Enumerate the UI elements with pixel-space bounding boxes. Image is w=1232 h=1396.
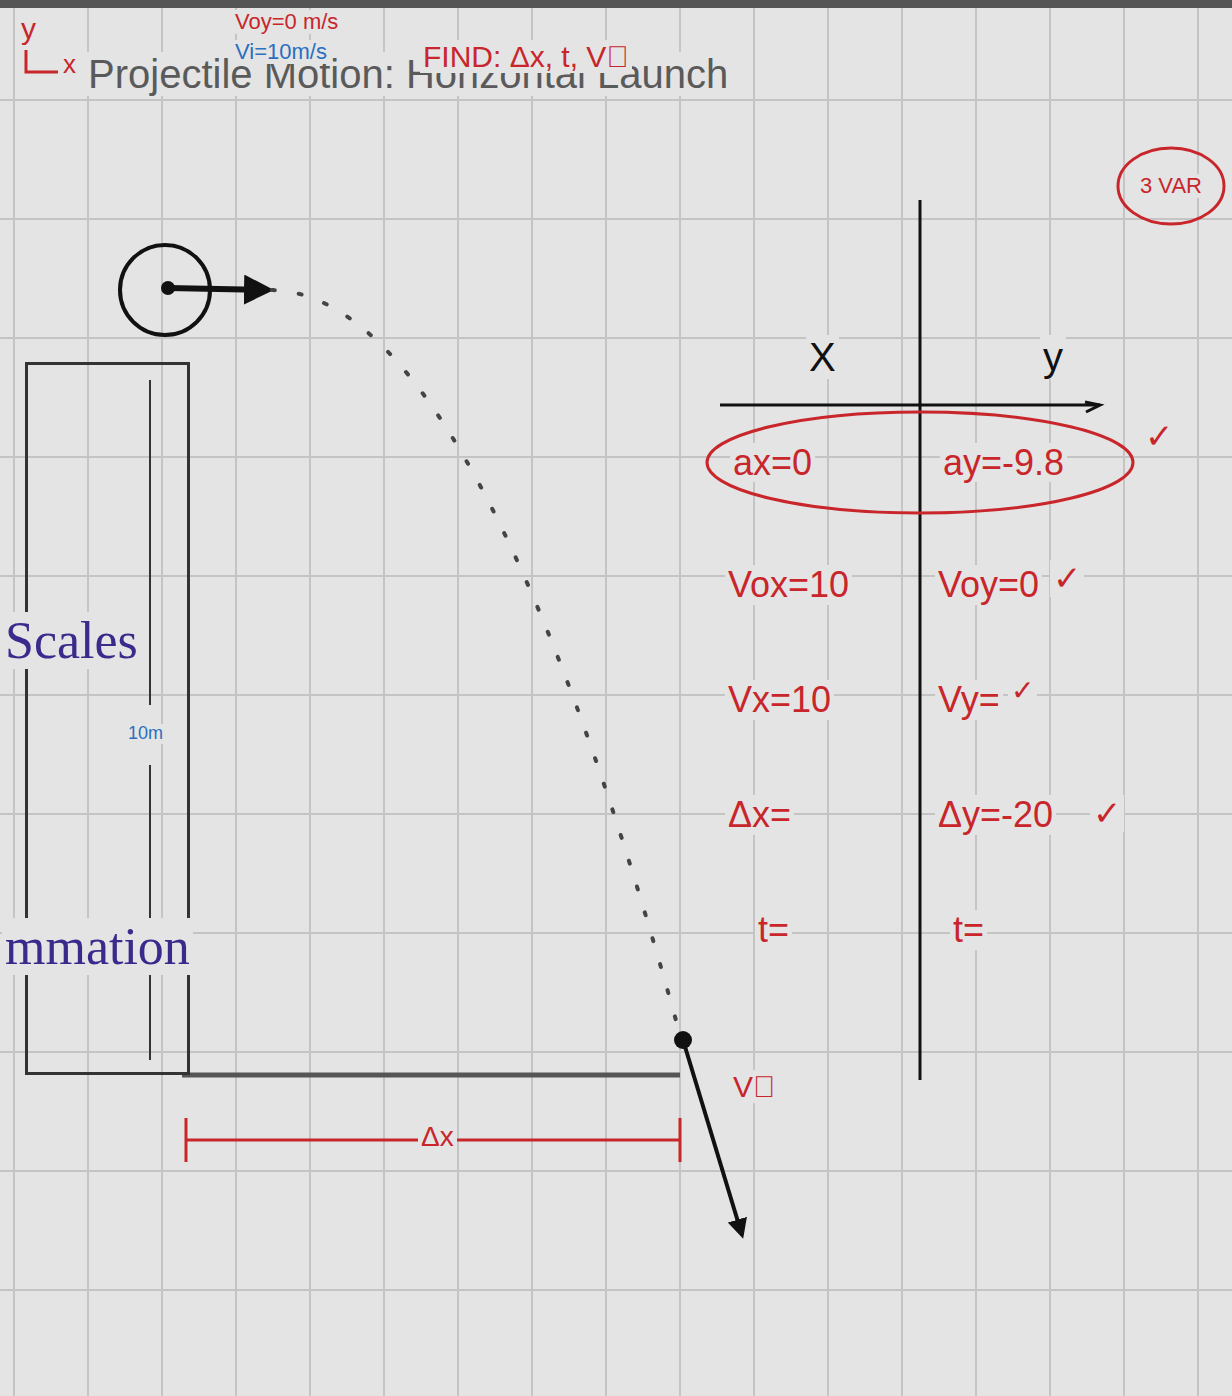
launch-arrow <box>168 288 268 290</box>
grid-line <box>1197 8 1199 1396</box>
axes-symbol <box>26 50 58 72</box>
overlay-text: mmation <box>2 918 193 975</box>
vector-label: V⃗ <box>730 1070 779 1103</box>
count-circle: 3 VAR <box>1116 146 1226 226</box>
top-band <box>0 0 1232 8</box>
height-line <box>149 380 151 705</box>
title: Projectile Motion: Horizontal Launch <box>85 52 731 96</box>
dx-bracket <box>185 1118 188 1162</box>
grid-line <box>383 8 385 1396</box>
node-text: ay=-9.8 <box>940 443 1067 483</box>
check-mark: ✓ <box>1008 676 1037 707</box>
grid-line <box>1123 8 1125 1396</box>
grid <box>0 8 1232 1396</box>
table-cell: t= <box>755 910 792 950</box>
table-cell: Vx=10 <box>725 680 834 720</box>
grid-line <box>0 99 1232 101</box>
grid-line <box>0 575 1232 577</box>
axis-label: y <box>18 12 39 45</box>
height-line <box>149 765 151 1060</box>
table-cell: Voy=0 <box>935 565 1042 605</box>
grid-line <box>0 218 1232 220</box>
table-cell: Δx= <box>725 795 794 835</box>
grid-line <box>13 8 15 1396</box>
column-header: y <box>1040 335 1066 379</box>
node-text: 3 VAR <box>1137 174 1205 198</box>
dx-bracket <box>679 1118 682 1162</box>
table-divider <box>720 404 1100 407</box>
grid-line <box>679 8 681 1396</box>
trajectory <box>272 290 680 1035</box>
given-value: Vi=10m/s <box>232 40 330 64</box>
grid-line <box>0 1051 1232 1053</box>
outline-ellipse <box>707 412 1133 513</box>
grid-line <box>457 8 459 1396</box>
column-header: X <box>806 335 839 379</box>
grid-line <box>1049 8 1051 1396</box>
node-text: 10m <box>125 724 166 744</box>
overlay-text: Scales <box>2 612 141 669</box>
table-cell: t= <box>950 910 987 950</box>
grid-line <box>0 1289 1232 1291</box>
grid-line <box>901 8 903 1396</box>
grid-line <box>0 1170 1232 1172</box>
dimension-label: Δx <box>418 1122 457 1153</box>
table-divider <box>919 200 922 1080</box>
table-divider <box>1085 402 1100 412</box>
given-value: Voy=0 m/s <box>232 10 341 34</box>
acceleration-oval: ax=0 ay=-9.8 <box>705 410 1135 515</box>
find-note: FIND: Δx, t, V⃗ <box>420 40 632 73</box>
check-mark: ✓ <box>1090 795 1124 832</box>
grid-line <box>531 8 533 1396</box>
grid-line <box>605 8 607 1396</box>
grid-line <box>309 8 311 1396</box>
axis-label: x <box>60 50 79 79</box>
ground-line <box>182 1073 680 1078</box>
check-mark: ✓ <box>1050 560 1084 597</box>
grid-line <box>87 8 89 1396</box>
check-mark: ✓ <box>1142 418 1176 455</box>
grid-line <box>161 8 163 1396</box>
grid-line <box>235 8 237 1396</box>
outline-ellipse <box>1118 148 1224 224</box>
table-cell: Vy= <box>935 680 1003 720</box>
node-text: ax=0 <box>730 443 815 483</box>
grid-line <box>0 694 1232 696</box>
table-cell: Δy=-20 <box>935 795 1056 835</box>
table-cell: Vox=10 <box>725 565 852 605</box>
